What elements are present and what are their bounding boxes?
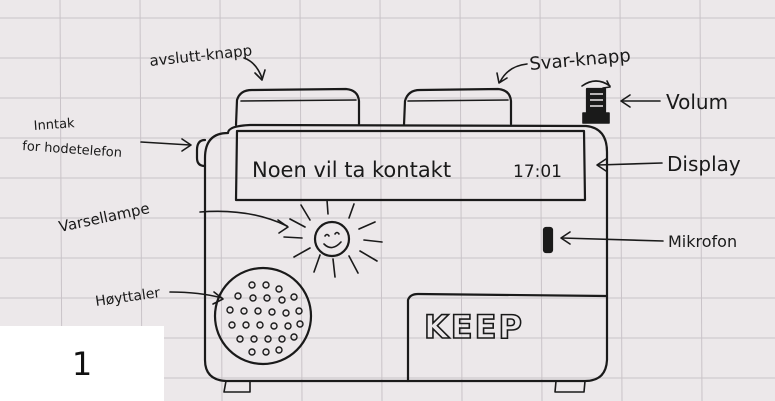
label-volume: Volum	[666, 90, 728, 114]
label-microphone: Mikrofon	[668, 232, 737, 251]
label-headset-line2: for hodetelefon	[22, 139, 123, 161]
brand-logo: KEEP	[424, 308, 524, 346]
page-number: 1	[0, 326, 164, 401]
answer-button[interactable]	[404, 89, 511, 125]
label-speaker: Høyttaler	[94, 285, 161, 310]
warning-lamp-icon	[284, 200, 382, 277]
display: Noen vil ta kontakt 17:01	[236, 131, 585, 200]
display-time: 17:01	[513, 162, 562, 182]
headset-jack[interactable]	[197, 140, 205, 166]
label-display: Display	[667, 152, 741, 176]
volume-knob[interactable]	[582, 81, 610, 123]
end-button[interactable]	[236, 89, 359, 125]
speaker-grille	[215, 268, 311, 364]
display-message: Noen vil ta kontakt	[252, 158, 451, 182]
label-end-button: avslutt-knapp	[149, 41, 253, 70]
label-headset-line1: Inntak	[33, 116, 75, 134]
label-warning-lamp: Varsellampe	[57, 199, 151, 236]
microphone-icon	[544, 228, 552, 252]
label-answer-button: Svar-knapp	[529, 45, 632, 75]
